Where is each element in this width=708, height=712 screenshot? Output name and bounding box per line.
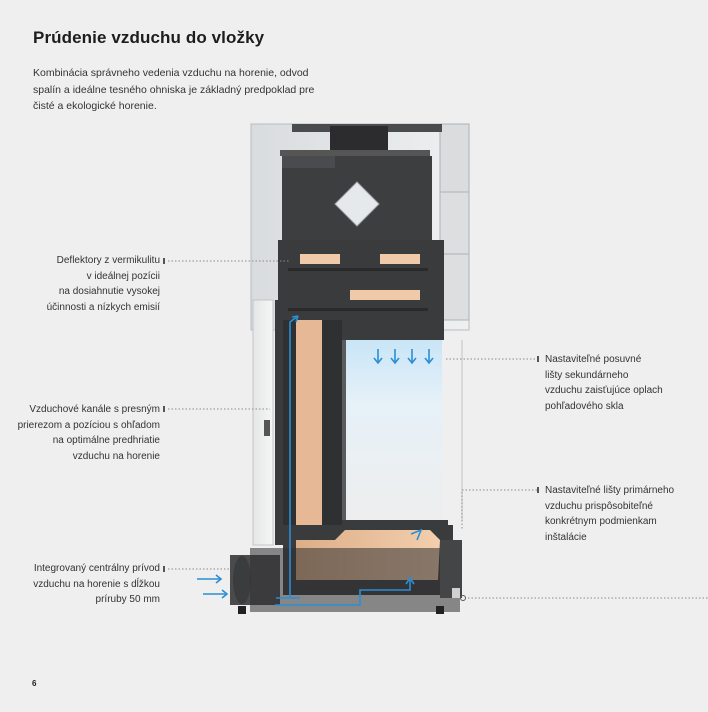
callout-leaders (168, 260, 708, 599)
air-flow-paths (275, 315, 434, 606)
page-number: 6 (32, 679, 37, 688)
callout-markers (163, 258, 539, 572)
vermiculite-deflector-right (380, 254, 420, 264)
intake-arrows (197, 574, 229, 599)
callout-secondary-air: Nastaviteľné posuvné lišty sekundárneho … (545, 354, 663, 412)
smoke-chamber-window (334, 181, 380, 227)
smoke-chamber (282, 156, 432, 240)
firebox-bottom (230, 525, 462, 614)
firebox-glass (342, 340, 463, 530)
vermiculite-deflector-lower (350, 290, 420, 300)
callout-deflectors: Deflektory z vermikulitu v ideálnej pozí… (46, 255, 160, 313)
vermiculite-deflector-left (300, 254, 340, 264)
callout-air-channels: Vzduchové kanále s presným prierezom a p… (17, 404, 160, 462)
page-title: Prúdenie vzduchu do vložky (33, 28, 265, 47)
vermiculite-side-lining (296, 320, 326, 542)
callout-central-intake: Integrovaný centrálny prívod vzduchu na … (33, 563, 160, 605)
flue-outlet (280, 124, 442, 156)
callout-primary-air: Nastaviteľné lišty primárneho vzduchu pr… (545, 485, 675, 543)
steel-body (275, 240, 444, 580)
intro-paragraph: Kombinácia správneho vedenia vzduchu na … (33, 67, 315, 112)
